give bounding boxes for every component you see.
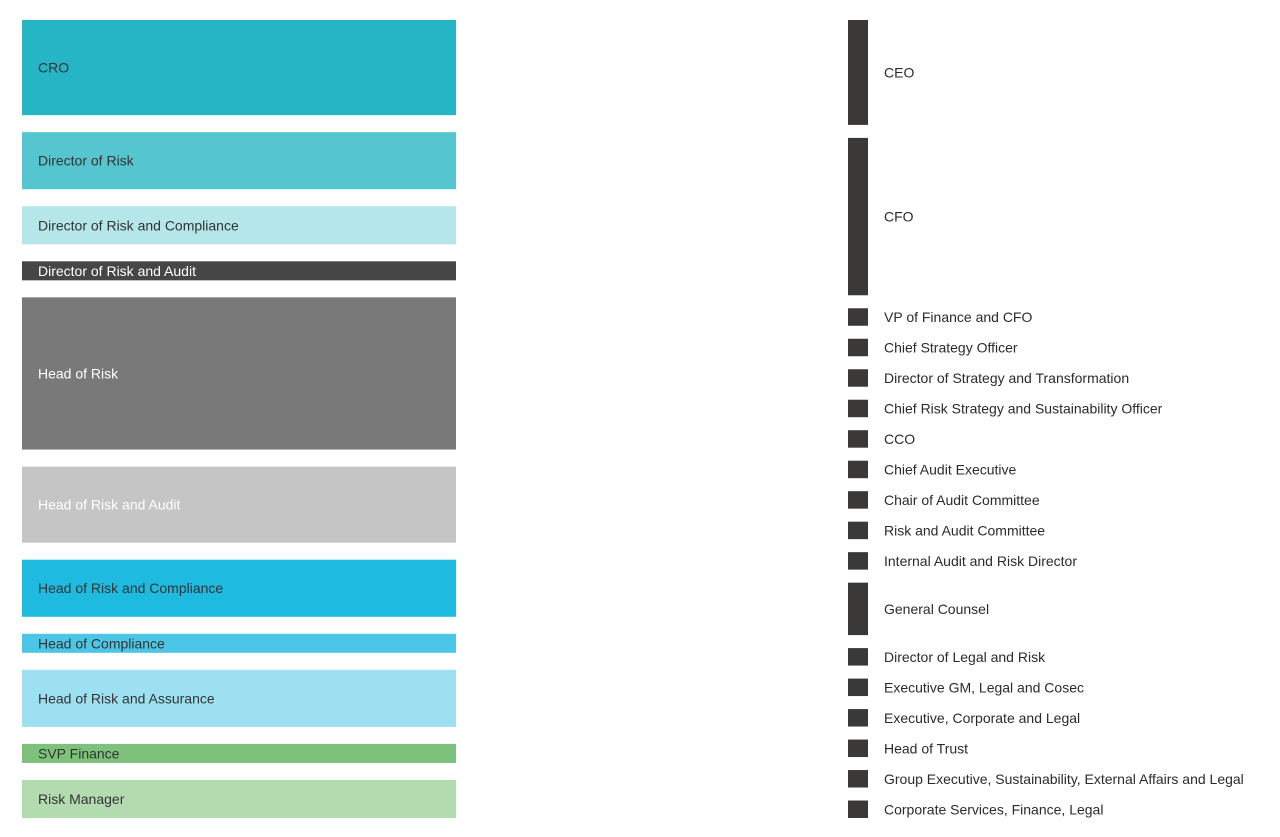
link-head-of-compliance-to-vp-of-finance-and-cfo — [420, 308, 848, 653]
target-label-chief-audit-executive: Chief Audit Executive — [884, 461, 1017, 477]
link-head-of-risk-and-assurance-to-general-counsel — [420, 618, 848, 727]
source-label-head-of-risk-and-compliance: Head of Risk and Compliance — [38, 580, 223, 596]
source-label-head-of-compliance: Head of Compliance — [38, 635, 165, 651]
link-head-of-risk-and-assurance-to-cfo — [420, 260, 848, 689]
source-label-director-of-risk: Director of Risk — [38, 153, 135, 169]
target-node-chief-risk-strategy-and-sustainability-officer — [848, 399, 868, 418]
target-label-director-of-strategy-and-transformation: Director of Strategy and Transformation — [884, 370, 1129, 386]
target-label-vp-of-finance-and-cfo: VP of Finance and CFO — [884, 309, 1032, 325]
source-label-head-of-risk-and-assurance: Head of Risk and Assurance — [38, 690, 215, 706]
target-node-chief-audit-executive — [848, 460, 868, 479]
link-director-of-risk-to-cfo — [420, 132, 848, 155]
link-director-of-risk-to-chief-risk-strategy-and-sustainability-officer — [420, 151, 848, 417]
source-node-head-of-risk-and-compliance — [22, 559, 456, 617]
target-node-chair-of-audit-committee — [848, 491, 868, 509]
target-label-risk-and-audit-committee: Risk and Audit Committee — [884, 522, 1045, 538]
link-head-of-risk-to-director-of-strategy-and-transformation — [420, 369, 848, 411]
link-director-of-risk-and-compliance-to-executive-corporate-and-legal — [420, 225, 848, 726]
target-label-director-of-legal-and-risk: Director of Legal and Risk — [884, 649, 1046, 665]
target-node-group-executive-sustainability-external-affairs-and-legal — [848, 770, 868, 788]
target-label-chair-of-audit-committee: Chair of Audit Committee — [884, 492, 1040, 508]
link-cro-to-corporate-services-finance-legal — [420, 96, 848, 818]
target-node-ceo — [848, 20, 868, 125]
target-node-cco — [848, 430, 868, 448]
link-director-of-risk-and-compliance-to-ceo — [420, 72, 848, 225]
link-cro-to-group-executive-sustainability-external-affairs-and-legal — [420, 77, 848, 787]
target-node-director-of-strategy-and-transformation — [848, 369, 868, 387]
source-label-head-of-risk-and-audit: Head of Risk and Audit — [38, 497, 181, 513]
link-head-of-risk-to-cfo — [420, 155, 848, 392]
target-node-general-counsel — [848, 582, 868, 636]
target-node-cfo — [848, 137, 868, 296]
target-label-cfo: CFO — [884, 209, 914, 225]
target-node-executive-corporate-and-legal — [848, 709, 868, 727]
link-director-of-risk-to-internal-audit-and-risk-director — [420, 170, 848, 569]
target-label-executive-gm-legal-and-cosec: Executive GM, Legal and Cosec — [884, 679, 1084, 695]
link-head-of-risk-to-chief-audit-executive — [420, 431, 848, 479]
link-svp-finance-to-cfo — [420, 278, 848, 763]
link-risk-manager-to-director-of-legal-and-risk — [420, 648, 848, 818]
source-node-head-of-compliance — [22, 633, 456, 653]
source-node-head-of-risk — [22, 297, 456, 450]
source-node-cro — [22, 20, 456, 116]
target-node-executive-gm-legal-and-cosec — [848, 678, 868, 697]
link-head-of-risk-and-compliance-to-executive-gm-legal-and-cosec — [420, 579, 848, 696]
source-node-director-of-risk-and-compliance — [22, 206, 456, 245]
target-node-director-of-legal-and-risk — [848, 648, 868, 666]
sankey-links — [420, 20, 848, 818]
target-node-risk-and-audit-committee — [848, 521, 868, 540]
link-head-of-risk-to-cco — [420, 412, 848, 448]
source-node-head-of-risk-and-audit — [22, 466, 456, 543]
source-label-director-of-risk-and-audit: Director of Risk and Audit — [38, 263, 196, 279]
source-nodes — [22, 20, 456, 818]
link-head-of-risk-and-compliance-to-head-of-trust — [420, 598, 848, 757]
source-label-risk-manager: Risk Manager — [38, 791, 125, 807]
target-label-cco: CCO — [884, 431, 915, 447]
target-node-internal-audit-and-risk-director — [848, 552, 868, 570]
link-director-of-risk-and-audit-to-general-counsel — [420, 261, 848, 600]
source-label-head-of-risk: Head of Risk — [38, 365, 119, 381]
source-node-director-of-risk — [22, 132, 456, 190]
target-node-vp-of-finance-and-cfo — [848, 308, 868, 326]
link-head-of-risk-and-assurance-to-risk-and-audit-committee — [420, 522, 848, 708]
target-node-corporate-services-finance-legal — [848, 800, 868, 818]
target-label-chief-risk-strategy-and-sustainability-officer: Chief Risk Strategy and Sustainability O… — [884, 400, 1163, 416]
source-label-cro: CRO — [38, 60, 69, 76]
link-risk-manager-to-chief-strategy-officer — [420, 339, 848, 799]
link-head-of-risk-and-audit-to-cfo — [420, 208, 848, 524]
target-label-corporate-services-finance-legal: Corporate Services, Finance, Legal — [884, 801, 1103, 817]
source-label-director-of-risk-and-compliance: Director of Risk and Compliance — [38, 217, 239, 233]
link-cro-to-ceo — [420, 20, 848, 77]
link-head-of-risk-and-audit-to-chair-of-audit-committee — [420, 491, 848, 543]
target-nodes — [848, 20, 868, 818]
target-label-ceo: CEO — [884, 64, 914, 80]
target-label-chief-strategy-officer: Chief Strategy Officer — [884, 340, 1018, 356]
target-label-executive-corporate-and-legal: Executive, Corporate and Legal — [884, 710, 1080, 726]
target-label-general-counsel: General Counsel — [884, 601, 989, 617]
source-node-head-of-risk-and-assurance — [22, 669, 456, 727]
source-node-svp-finance — [22, 743, 456, 763]
source-node-director-of-risk-and-audit — [22, 261, 456, 281]
target-label-internal-audit-and-risk-director: Internal Audit and Risk Director — [884, 553, 1077, 569]
target-label-group-executive-sustainability-external-affairs-and-legal: Group Executive, Sustainability, Externa… — [884, 771, 1244, 787]
source-node-risk-manager — [22, 779, 456, 818]
link-head-of-risk-to-ceo — [420, 90, 848, 335]
target-label-head-of-trust: Head of Trust — [884, 740, 968, 756]
link-head-of-risk-and-compliance-to-general-counsel — [420, 560, 848, 618]
source-label-svp-finance: SVP Finance — [38, 745, 120, 761]
target-node-chief-strategy-officer — [848, 338, 868, 357]
target-node-head-of-trust — [848, 739, 868, 758]
